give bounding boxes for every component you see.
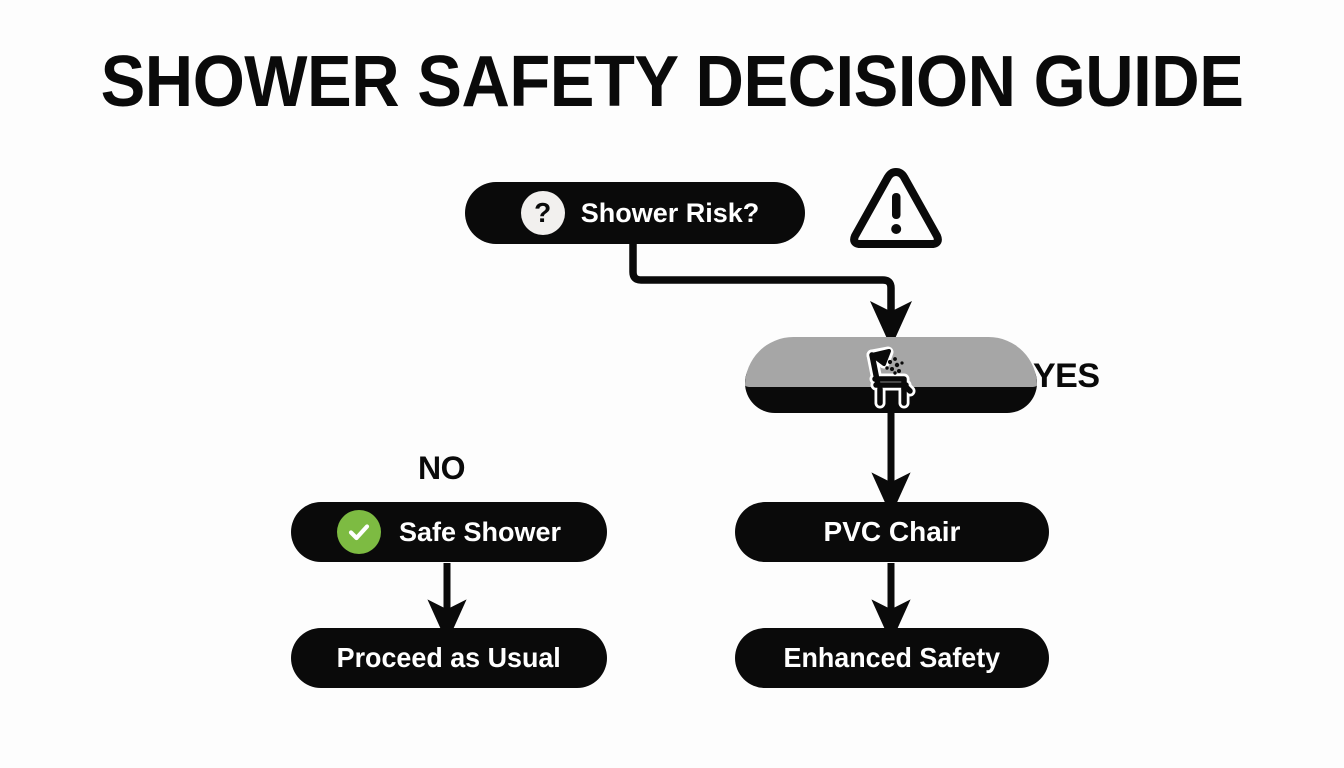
node-label-proceed-as-usual: Proceed as Usual [336, 642, 562, 673]
node-label-pvc-chair: PVC Chair [823, 516, 961, 547]
check-glyph [348, 524, 370, 541]
edge-risk-to-decision [629, 244, 913, 348]
branch-label-no: NO [418, 450, 466, 486]
page-title: SHOWER SAFETY DECISION GUIDE [100, 42, 1244, 122]
node-label-safe-shower: Safe Shower [398, 516, 562, 547]
node-enhanced-safety[interactable]: Enhanced Safety [735, 628, 1049, 688]
node-shower-risk[interactable]: ? Shower Risk? [465, 182, 805, 244]
node-proceed-as-usual[interactable]: Proceed as Usual [291, 628, 607, 688]
node-label-enhanced-safety: Enhanced Safety [783, 642, 1001, 673]
shower-chair-icon [866, 346, 916, 409]
warning-triangle-icon [850, 168, 942, 248]
question-mark-glyph: ? [534, 197, 552, 228]
node-decision-shower-chair[interactable] [745, 337, 1037, 413]
node-pvc-chair[interactable]: PVC Chair [735, 502, 1049, 562]
node-label-shower-risk: Shower Risk? [580, 197, 760, 228]
question-mark-icon: ? [520, 191, 565, 235]
branch-label-yes: YES [1033, 357, 1100, 395]
check-circle-icon [336, 510, 381, 554]
node-safe-shower[interactable]: Safe Shower [291, 502, 607, 562]
